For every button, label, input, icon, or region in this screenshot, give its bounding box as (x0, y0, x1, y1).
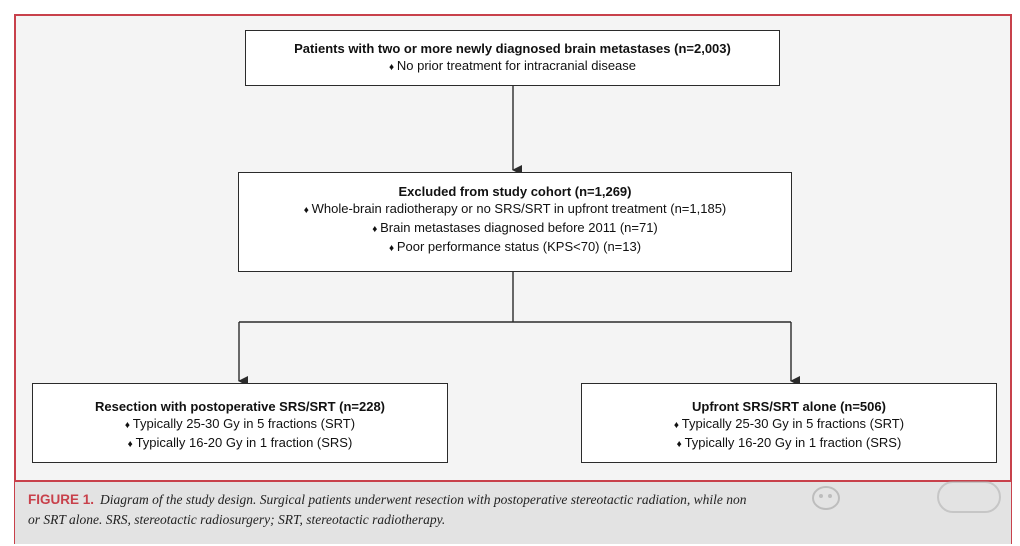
excluded-box: Excluded from study cohort (n=1,269) Who… (238, 172, 792, 272)
upfront-title: Upfront SRS/SRT alone (n=506) (692, 399, 886, 414)
caption-band (15, 480, 1011, 544)
upfront-box: Upfront SRS/SRT alone (n=506) Typically … (581, 383, 997, 463)
excluded-bullet: Whole-brain radiotherapy or no SRS/SRT i… (239, 200, 791, 219)
figure-frame (14, 14, 1012, 544)
excluded-title: Excluded from study cohort (n=1,269) (398, 184, 632, 199)
figure-label: FIGURE 1. (28, 492, 95, 507)
resection-box: Resection with postoperative SRS/SRT (n=… (32, 383, 448, 463)
caption-line-2: or SRT alone. SRS, stereotactic radiosur… (28, 512, 446, 527)
resection-title: Resection with postoperative SRS/SRT (n=… (94, 399, 386, 414)
patients-title: Patients with two or more newly diagnose… (294, 41, 731, 56)
excluded-bullet: Brain metastases diagnosed before 2011 (… (239, 219, 791, 238)
patients-box: Patients with two or more newly diagnose… (245, 30, 780, 86)
excluded-bullet: Poor performance status (KPS<70) (n=13) (239, 238, 791, 257)
figure-caption: FIGURE 1. Diagram of the study design. Su… (28, 490, 978, 530)
watermark-logo (812, 481, 1001, 513)
caption-line-1: Diagram of the study design. Surgical pa… (100, 492, 747, 507)
resection-bullet: Typically 16-20 Gy in 1 fraction (SRS) (33, 434, 447, 453)
upfront-bullet: Typically 16-20 Gy in 1 fraction (SRS) (582, 434, 996, 453)
resection-bullet: Typically 25-30 Gy in 5 fractions (SRT) (33, 415, 447, 434)
patients-bullet: No prior treatment for intracranial dise… (246, 57, 779, 76)
upfront-bullet: Typically 25-30 Gy in 5 fractions (SRT) (582, 415, 996, 434)
